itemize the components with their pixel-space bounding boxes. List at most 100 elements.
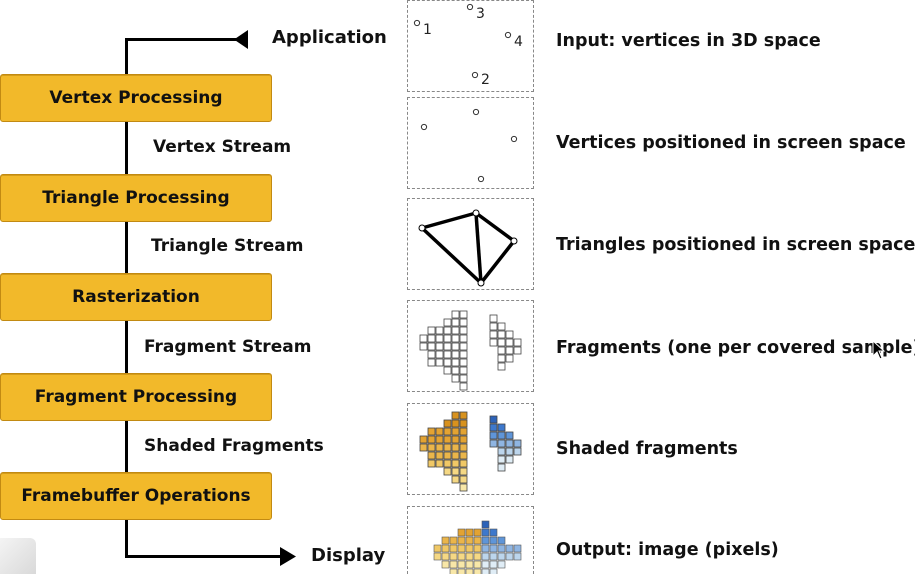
fragment-cell — [459, 411, 468, 420]
fragment-cell — [497, 362, 506, 371]
fragment-cell — [427, 342, 436, 351]
arrow-right-icon — [280, 547, 296, 566]
fragment-cell — [427, 427, 436, 436]
panel-triangles — [407, 198, 534, 290]
display-connector — [125, 555, 285, 558]
fragment-cell — [513, 346, 522, 355]
vertex-point-2 — [471, 71, 479, 79]
fragment-cell — [427, 451, 436, 460]
fragment-cell — [451, 334, 460, 343]
output-pixel — [473, 560, 482, 569]
screen-vertex — [472, 108, 480, 116]
fragment-cell — [505, 338, 514, 347]
application-label: Application — [272, 27, 387, 48]
fragment-cell — [489, 431, 498, 440]
fragment-cell — [419, 443, 428, 452]
output-pixel — [433, 552, 442, 561]
fragment-cell — [443, 427, 452, 436]
display-label: Display — [311, 545, 386, 566]
output-pixel — [457, 560, 466, 569]
fragment-cell — [451, 443, 460, 452]
fragment-cell — [513, 338, 522, 347]
fragment-cell — [451, 350, 460, 359]
fragment-cell — [459, 350, 468, 359]
fragment-cell — [451, 427, 460, 436]
fragment-cell — [459, 358, 468, 367]
fragment-cell — [443, 326, 452, 335]
output-pixel — [489, 544, 498, 553]
panel-screen-vertices — [407, 97, 534, 189]
desc-triangles: Triangles positioned in screen space — [556, 235, 915, 255]
output-pixel — [489, 560, 498, 569]
fragment-cell — [459, 467, 468, 476]
desc-input-vertices: Input: vertices in 3D space — [556, 31, 821, 51]
fragment-cell — [489, 322, 498, 331]
fragment-cell — [451, 435, 460, 444]
panel-fragments — [407, 300, 534, 392]
desc-output-image: Output: image (pixels) — [556, 540, 779, 560]
fragment-cell — [459, 435, 468, 444]
output-pixel — [505, 552, 514, 561]
fragment-cell — [435, 459, 444, 468]
fragment-cell — [451, 451, 460, 460]
stream-vertex: Vertex Stream — [153, 137, 292, 157]
fragment-cell — [451, 366, 460, 375]
application-connector — [125, 38, 243, 41]
fragment-cell — [451, 342, 460, 351]
fragment-cell — [427, 326, 436, 335]
vertex-point-1 — [413, 19, 421, 27]
fragment-cell — [497, 338, 506, 347]
output-pixel — [481, 560, 490, 569]
output-pixel — [481, 568, 490, 574]
fragment-cell — [435, 435, 444, 444]
fragment-cell — [443, 467, 452, 476]
cursor-icon — [872, 340, 886, 360]
output-pixel — [497, 536, 506, 545]
fragment-cell — [505, 330, 514, 339]
output-pixel — [457, 568, 466, 574]
fragment-cell — [459, 483, 468, 492]
fragment-cell — [451, 374, 460, 383]
fragment-cell — [427, 350, 436, 359]
fragment-cell — [443, 459, 452, 468]
fragment-cell — [435, 342, 444, 351]
output-pixel — [441, 536, 450, 545]
output-pixel — [457, 544, 466, 553]
vertex-point-4 — [504, 31, 512, 39]
output-pixel — [465, 552, 474, 561]
panel-input-vertices: 1 2 3 4 — [407, 0, 534, 92]
fragment-cell — [451, 475, 460, 484]
fragment-cell — [505, 431, 514, 440]
output-pixel — [433, 544, 442, 553]
fragment-cell — [459, 419, 468, 428]
arrow-left-icon — [234, 30, 248, 49]
output-pixel — [513, 552, 522, 561]
fragment-cell — [489, 415, 498, 424]
fragment-cell — [427, 334, 436, 343]
desc-fragments: Fragments (one per covered sample) — [556, 338, 915, 358]
panel-output-image — [407, 506, 534, 574]
output-pixel — [473, 536, 482, 545]
output-pixel — [489, 528, 498, 537]
output-pixel — [489, 568, 498, 574]
output-pixel — [489, 552, 498, 561]
fragment-cell — [489, 314, 498, 323]
fragment-cell — [435, 350, 444, 359]
output-pixel — [489, 536, 498, 545]
vertex-label-1: 1 — [423, 22, 432, 38]
output-pixel — [441, 544, 450, 553]
fragment-cell — [443, 334, 452, 343]
output-pixel — [457, 536, 466, 545]
panel-shaded-fragments — [407, 403, 534, 495]
fragment-cell — [451, 318, 460, 327]
fragment-cell — [443, 419, 452, 428]
output-pixel — [449, 536, 458, 545]
fragment-cell — [489, 330, 498, 339]
fragment-cell — [459, 310, 468, 319]
fragment-cell — [489, 338, 498, 347]
fragment-cell — [435, 451, 444, 460]
stage-triangle-processing: Triangle Processing — [0, 174, 272, 222]
screen-vertex — [477, 175, 485, 183]
fragment-cell — [459, 382, 468, 391]
output-pixel — [465, 536, 474, 545]
